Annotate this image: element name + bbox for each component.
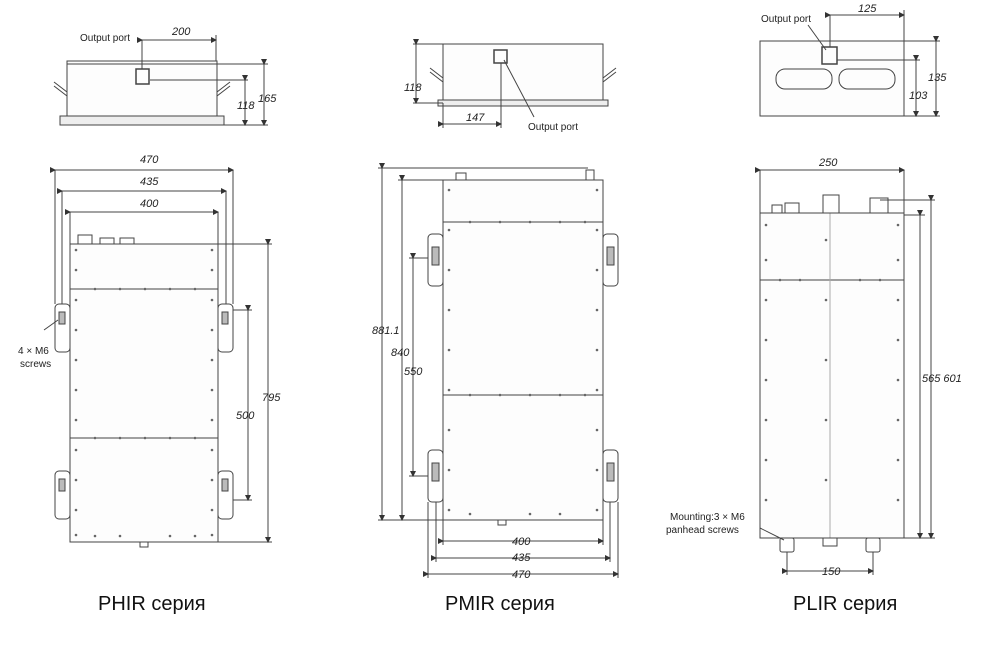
phir-rivets	[74, 248, 214, 538]
pmir-dim-550: 550	[404, 366, 423, 378]
phir-dim-400: 400	[140, 198, 159, 210]
plir-caption: PLIR серия	[793, 593, 898, 615]
phir-dim-795: 795	[262, 392, 281, 404]
plir-dim-565-601: 565 601	[922, 373, 962, 385]
plir-mounting-label-2: panhead screws	[666, 525, 739, 536]
phir-dim-470: 470	[140, 154, 159, 166]
phir-top-view	[53, 35, 268, 126]
pmir-front-view	[378, 163, 619, 578]
phir-dim-500: 500	[236, 410, 255, 422]
plir-mounting-label-1: Mounting:3 × M6	[670, 512, 745, 523]
plir-output-port-label: Output port	[761, 14, 811, 25]
pmir-dim-147: 147	[466, 112, 485, 124]
pmir-dim-840: 840	[391, 347, 410, 359]
phir-front-view	[43, 167, 272, 548]
plir-dim-135: 135	[928, 72, 947, 84]
pmir-dim-470: 470	[512, 569, 531, 581]
plir-top-view	[759, 10, 940, 117]
pmir-rivets	[447, 188, 599, 516]
phir-screws-label-2: screws	[20, 359, 51, 370]
plir-dim-103: 103	[909, 90, 928, 102]
phir-screws-label-1: 4 × M6	[18, 346, 49, 357]
pmir-top-view	[413, 39, 617, 128]
plir-dim-150: 150	[822, 566, 841, 578]
plir-front-view	[755, 167, 935, 575]
plir-rivets	[764, 223, 900, 502]
phir-dim-118: 118	[237, 100, 255, 112]
phir-dim-435: 435	[140, 176, 159, 188]
pmir-dim-400: 400	[512, 536, 531, 548]
plir-dim-125: 125	[858, 3, 877, 15]
pmir-dim-118: 118	[404, 82, 422, 94]
phir-dim-165: 165	[258, 93, 277, 105]
plir-dim-250: 250	[818, 157, 838, 169]
pmir-dim-435: 435	[512, 552, 531, 564]
pmir-output-port-label: Output port	[528, 122, 578, 133]
phir-caption: PHIR серия	[98, 593, 206, 615]
phir-dim-200: 200	[171, 26, 191, 38]
pmir-caption: PMIR серия	[445, 593, 555, 615]
phir-output-port-label: Output port	[80, 33, 130, 44]
pmir-dim-881: 881.1	[372, 325, 400, 337]
